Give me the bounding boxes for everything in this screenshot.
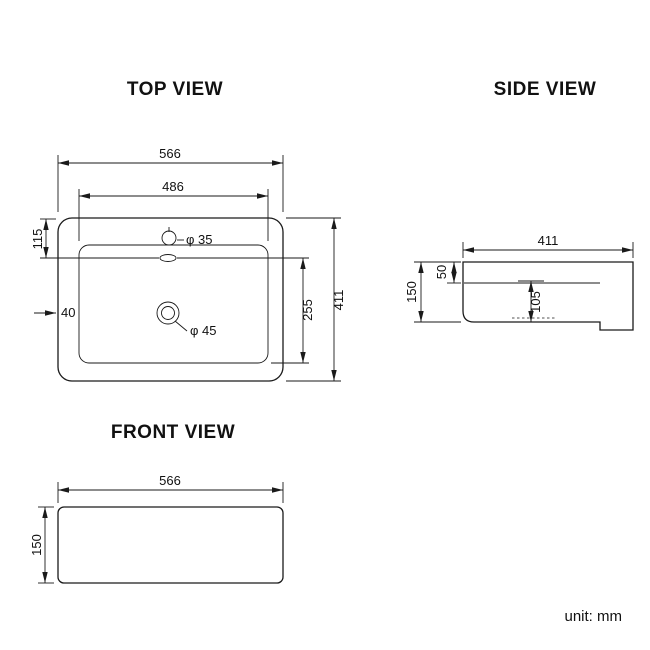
dimension-label: 105 <box>528 291 543 313</box>
side-dim-rim-thickness: 50 <box>434 262 461 284</box>
top-view-outer-rim <box>57 217 284 382</box>
drain-hole-inner <box>161 306 175 320</box>
dimension-label: 40 <box>61 305 75 320</box>
overflow-slot <box>159 254 177 262</box>
dimension-label: 150 <box>404 281 419 303</box>
dimension-label: 150 <box>29 534 44 556</box>
front-view: FRONT VIEW 566 150 <box>29 422 284 584</box>
top-dim-overall-width: 566 <box>57 146 284 212</box>
top-view-inner-bowl <box>78 244 269 364</box>
faucet-hole-label: φ 35 <box>186 232 213 247</box>
dimension-label: 255 <box>300 299 315 321</box>
top-dim-overall-depth: 411 <box>286 217 346 382</box>
side-dim-bowl-depth: 105 <box>518 280 544 322</box>
drain-hole-label: φ 45 <box>190 323 217 338</box>
side-view: SIDE VIEW 411 50 150 105 <box>404 79 634 331</box>
unit-label: unit: mm <box>564 608 622 625</box>
dimension-label: 50 <box>434 265 449 279</box>
dimension-label: 411 <box>331 290 346 311</box>
drain-hole-leader-line <box>174 320 188 332</box>
top-view-title: TOP VIEW <box>127 79 223 100</box>
dimension-label: 411 <box>538 233 559 248</box>
faucet-hole <box>161 230 177 246</box>
top-dim-basin-width: 486 <box>78 179 269 241</box>
drain-hole-outer <box>156 301 180 325</box>
dimension-label: 566 <box>159 146 181 161</box>
top-dim-basin-depth: 255 <box>177 257 315 364</box>
top-dim-faucet-offset: 115 <box>30 218 159 259</box>
front-dim-height: 150 <box>29 506 54 584</box>
side-profile-outline <box>462 261 634 331</box>
dimension-label: 486 <box>162 179 184 194</box>
front-view-title: FRONT VIEW <box>111 422 235 443</box>
side-dim-depth: 411 <box>462 233 634 258</box>
dimension-label: 115 <box>30 229 45 250</box>
front-body-outline <box>57 506 284 584</box>
top-view: TOP VIEW φ 35 φ 45 566 486 <box>30 79 346 382</box>
side-dim-overall-height: 150 <box>404 261 461 323</box>
top-dim-rim-gap: 40 <box>34 305 75 320</box>
side-view-title: SIDE VIEW <box>494 79 597 100</box>
front-dim-width: 566 <box>57 473 284 503</box>
dimension-label: 566 <box>159 473 181 488</box>
